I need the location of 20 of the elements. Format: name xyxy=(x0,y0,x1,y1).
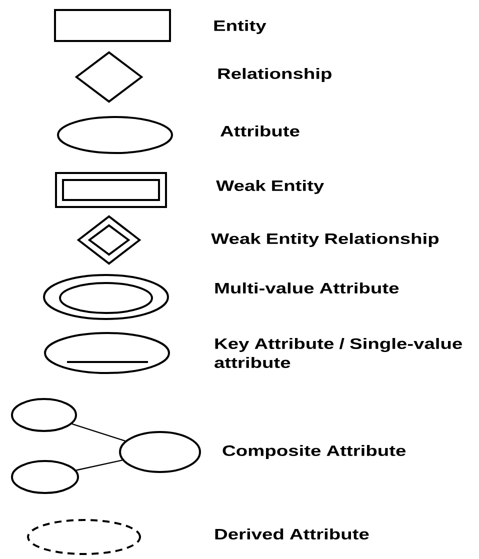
multivalue-attribute-symbol xyxy=(43,274,169,320)
connector-line xyxy=(72,423,126,442)
symbol-label: Composite Attribute xyxy=(222,445,406,459)
connector-line xyxy=(76,460,122,471)
symbol-label: Entity xyxy=(214,20,266,34)
symbol-label: Attribute xyxy=(220,126,300,136)
symbol-label: Relationship xyxy=(218,68,332,82)
key-attribute-symbol xyxy=(44,332,170,374)
weak-entity-symbol xyxy=(55,172,167,208)
symbol-label: Multi-value Attribute xyxy=(215,282,399,294)
symbol-label: Key Attribute / Single-value attribute xyxy=(214,338,462,368)
entity-symbol xyxy=(54,9,171,42)
symbol-label: Derived Attribute xyxy=(215,528,369,540)
derived-attribute-symbol xyxy=(27,519,141,555)
symbol-label: Weak Entity xyxy=(216,180,324,194)
attribute-symbol xyxy=(57,116,173,154)
attribute-circle xyxy=(119,431,201,473)
symbol-label: Weak Entity Relationship xyxy=(211,233,439,247)
attribute-circle xyxy=(11,460,79,494)
attribute-circle xyxy=(11,398,77,432)
